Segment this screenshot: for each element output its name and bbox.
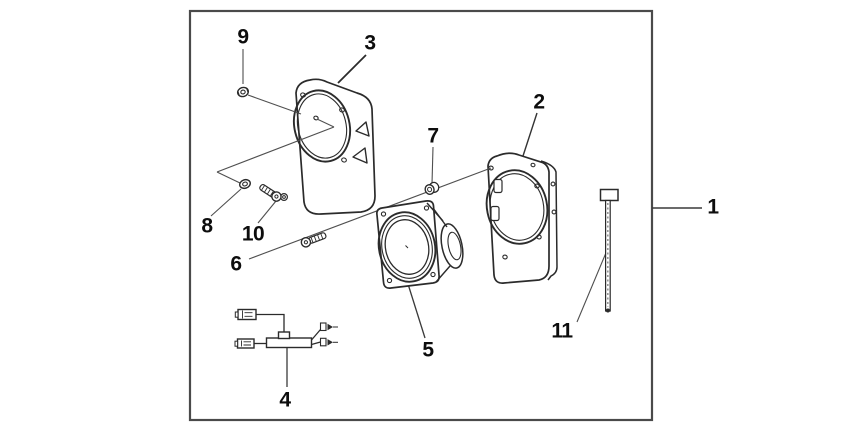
wire-harness	[234, 308, 338, 349]
harness-bullet-terminal-bottom	[319, 337, 338, 347]
callout-label-7: 7	[427, 124, 439, 148]
left-speaker-bracket	[280, 78, 376, 215]
callout-label-5: 5	[422, 338, 434, 362]
bracket-tab	[493, 178, 503, 194]
screw-10	[259, 184, 282, 202]
callout-label-6: 6	[230, 252, 242, 276]
nut-7	[424, 181, 440, 195]
bracket-cutout	[352, 147, 368, 164]
washer-8	[239, 178, 251, 190]
harness-connector-top	[234, 308, 257, 321]
speaker	[376, 200, 464, 289]
leader-2	[522, 112, 538, 157]
callout-label-10: 10	[241, 222, 265, 246]
callout-label-3: 3	[364, 31, 376, 55]
leader-to-washer	[216, 171, 241, 184]
cable-strap	[599, 188, 619, 313]
speaker-surround	[377, 211, 437, 283]
grommet	[280, 193, 289, 202]
callout-label-9: 9	[237, 25, 249, 49]
leader-3	[337, 54, 367, 84]
speaker-magnet	[440, 223, 464, 269]
bracket-cutout	[355, 121, 370, 137]
leader-hole-line	[216, 126, 335, 173]
callout-label-2: 2	[533, 90, 545, 114]
callout-label-8: 8	[201, 214, 213, 238]
harness-connector-bottom	[234, 338, 255, 349]
leader-5	[407, 283, 426, 339]
speaker-flange	[376, 200, 440, 289]
leader-10	[257, 200, 277, 224]
leader-nut-to-hole	[247, 94, 302, 115]
speaker-cone	[384, 219, 430, 275]
leader-8	[210, 188, 242, 217]
harness-wire	[256, 313, 285, 333]
right-speaker-bracket	[485, 152, 558, 284]
callout-label-11: 11	[551, 319, 573, 343]
callout-label-1: 1	[707, 195, 719, 219]
leader-11	[576, 247, 609, 323]
assembly-axis-line	[248, 167, 492, 260]
leader-hole-tick	[316, 118, 335, 128]
harness-t-junction	[265, 331, 313, 349]
leader-7	[431, 146, 434, 185]
callout-label-4: 4	[279, 388, 291, 412]
harness-bullet-terminal-top	[319, 322, 338, 332]
screw-6	[300, 232, 327, 248]
callout-leader-lines	[210, 49, 702, 387]
bracket-tab	[490, 205, 500, 222]
flange-nut-9	[236, 86, 250, 98]
